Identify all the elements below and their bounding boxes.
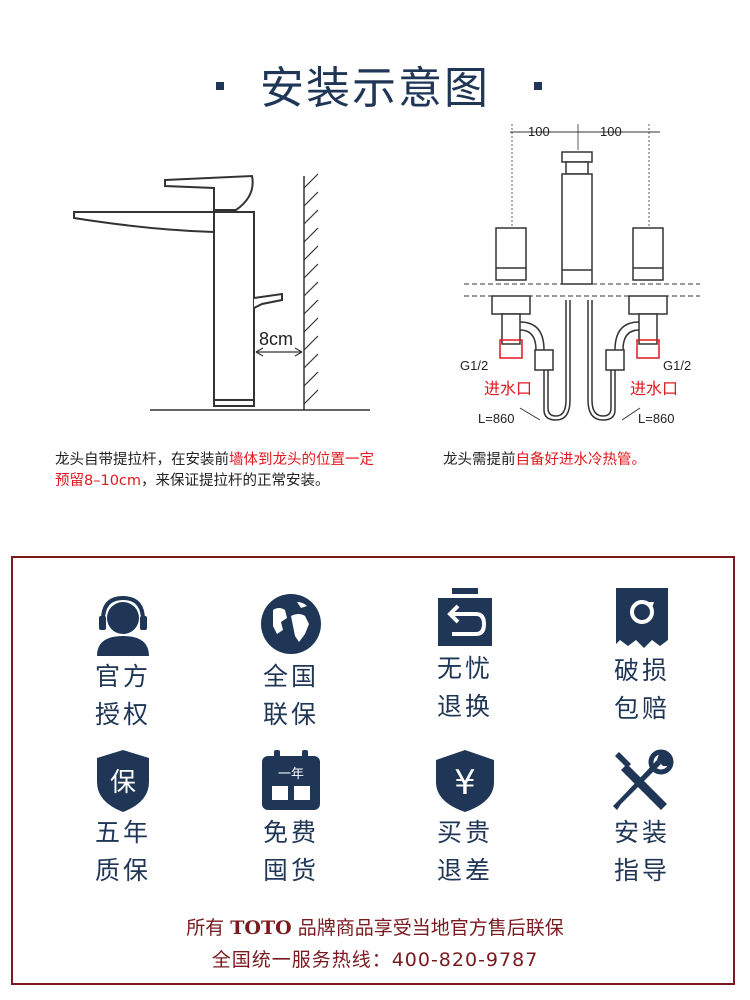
caption-left-highlight: 墙体到龙头的位置一定预留8–10cm: [55, 452, 374, 489]
service-guarantee-panel: 官方 授权 全国 联保 无忧 退换 破损 包赔: [11, 556, 735, 985]
service-national-warranty: 全国 联保: [216, 590, 366, 734]
tools-icon: [613, 749, 674, 810]
hose-left-label: L=860: [478, 411, 515, 426]
service-label-8a: 安装: [613, 818, 670, 847]
warranty-prefix: 所有: [186, 917, 225, 939]
service-five-year-warranty: 保 五年 质保: [48, 748, 198, 890]
service-label-5a: 五年: [94, 818, 151, 847]
service-label-7a: 买贵: [436, 818, 493, 847]
service-official-authorized: 官方 授权: [48, 590, 198, 734]
gap-label: 8cm: [259, 329, 293, 349]
warranty-suffix: 品牌商品享受当地官方售后联保: [297, 917, 564, 939]
title-dot-left: [216, 82, 224, 90]
service-label-6b: 囤货: [262, 856, 319, 885]
caption-left-text-1: 龙头自带提拉杆，在安装前: [55, 452, 229, 468]
section-title-bar: 安装示意图: [0, 52, 750, 118]
hose-right-label: L=860: [638, 411, 675, 426]
inlet-right-label: 进水口: [630, 379, 678, 398]
thread-left-label: G1/2: [460, 358, 488, 373]
service-label-4b: 包赔: [613, 694, 670, 723]
service-label-4a: 破损: [613, 656, 670, 685]
spacing-right-label: 100: [600, 124, 622, 139]
service-label-2a: 全国: [262, 662, 319, 691]
service-free-stockpile: 一年 免费 囤货: [216, 748, 366, 890]
service-label-6a: 免费: [262, 818, 319, 847]
caption-right: 龙头需提前自备好进水冷热管。: [443, 450, 733, 471]
headset-support-icon: [97, 595, 149, 656]
title-dot-right: [534, 82, 542, 90]
inlet-left-label: 进水口: [484, 379, 532, 398]
service-hotline: 全国统一服务热线：400-820-9787: [211, 949, 539, 971]
shield-badge-text: 保: [110, 768, 136, 798]
service-label-5b: 质保: [94, 856, 151, 885]
installation-diagram: 8cm: [73, 124, 700, 426]
service-label-1a: 官方: [94, 662, 151, 691]
caption-right-text: 龙头需提前: [443, 452, 516, 468]
thread-right-label: G1/2: [663, 358, 691, 373]
shield-yen-icon: ¥: [436, 750, 494, 812]
service-damage-compensation: 破损 包赔: [567, 586, 717, 728]
globe-icon: [261, 594, 321, 654]
service-label-7b: 退差: [436, 856, 493, 885]
service-label-8b: 指导: [613, 856, 670, 885]
service-price-protection: ¥ 买贵 退差: [390, 748, 540, 890]
faucet-side-view: [73, 173, 370, 411]
caption-left-text-2: ，来保证提拉杆的正常安装。: [141, 473, 330, 489]
service-label-3a: 无忧: [436, 654, 493, 683]
caption-right-highlight: 自备好进水冷热管。: [515, 452, 647, 468]
damaged-package-icon: [616, 588, 668, 648]
service-label-2b: 联保: [262, 700, 319, 729]
service-label-1b: 授权: [94, 700, 151, 729]
service-label-3b: 退换: [436, 692, 493, 721]
inlet-marker-right: [636, 339, 660, 359]
shield-bao-icon: 保: [97, 750, 149, 812]
return-box-icon: [438, 588, 492, 646]
page-title: 安装示意图: [260, 63, 490, 114]
warranty-statement: 所有 TOTO 品牌商品享受当地官方售后联保: [13, 913, 737, 940]
brand-name: TOTO: [230, 917, 292, 939]
service-worry-free-return: 无忧 退换: [390, 586, 540, 726]
inlet-marker-left: [499, 339, 523, 359]
yen-badge-text: ¥: [454, 763, 476, 803]
spacing-left-label: 100: [528, 124, 550, 139]
calendar-badge-text: 一年: [278, 767, 304, 782]
widespread-faucet-view: [464, 124, 700, 421]
caption-left: 龙头自带提拉杆，在安装前墙体到龙头的位置一定预留8–10cm，来保证提拉杆的正常…: [55, 450, 385, 492]
service-installation-guide: 安装 指导: [567, 748, 717, 890]
calendar-year-icon: 一年: [262, 750, 320, 810]
